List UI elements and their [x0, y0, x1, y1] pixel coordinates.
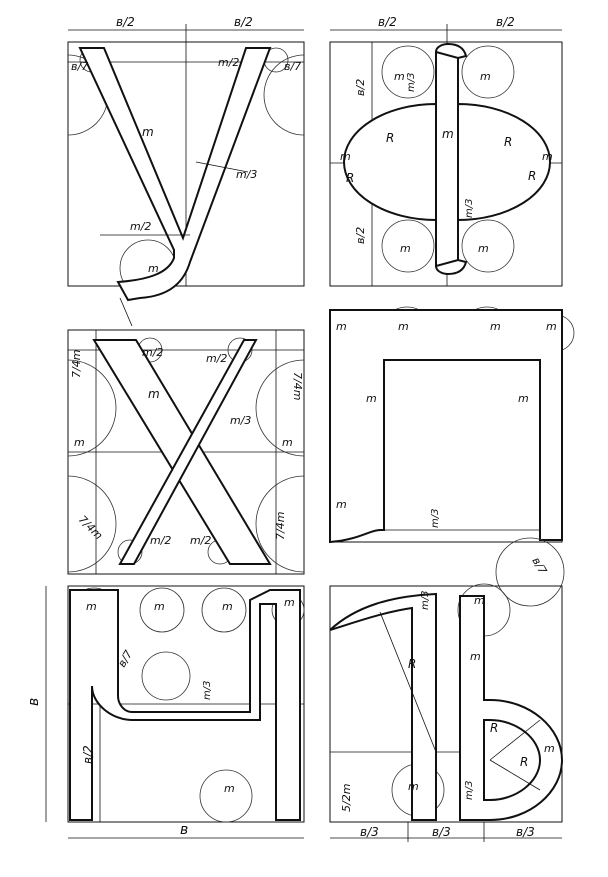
- soft-bowl-m: m: [544, 742, 555, 755]
- u-tail-m2: m/2: [130, 220, 151, 233]
- ef-bowl-R-outer: R: [346, 171, 354, 185]
- tse-inner-m3: m/3: [202, 681, 213, 700]
- tse-height-b: в: [26, 698, 42, 706]
- u-tail-m: m: [148, 262, 159, 275]
- kha-stroke-m3: m/3: [230, 414, 251, 427]
- ef-side-m-left: m: [340, 150, 351, 163]
- pe-right-top-m: m: [546, 320, 557, 333]
- soft-bottom-b3-right: в/3: [516, 825, 535, 839]
- letter-pe-construction: m m m m m m m m/3 в/7: [329, 306, 575, 607]
- u-left-b7: в/7: [71, 60, 88, 73]
- pe-corner-b7: в/7: [529, 555, 549, 576]
- ef-bowl-R-left: R: [386, 131, 394, 145]
- kha-top-m2-right: m/2: [206, 352, 227, 365]
- kha-right-m: m: [282, 436, 293, 449]
- pe-top-m: m: [398, 320, 409, 333]
- ef-top-right-m: m: [480, 70, 491, 83]
- soft-stem-m: m: [470, 650, 481, 663]
- tse-bottom-m: m: [224, 782, 235, 795]
- ef-bottom-m3: m/3: [464, 199, 475, 218]
- tse-top-m4: m: [284, 596, 295, 609]
- letter-tse-construction: в в/2 в m m m m в/7 m/3 m: [26, 585, 305, 839]
- pe-serif-m3: m/3: [430, 509, 441, 528]
- tse-half-b2: в/2: [81, 745, 95, 764]
- ef-top-right-b2: в/2: [496, 15, 515, 29]
- u-top-m2: m/2: [218, 56, 239, 69]
- tse-top-m2: m: [154, 600, 165, 613]
- soft-top-m: m: [474, 594, 485, 607]
- ef-top-m3: m/3: [406, 73, 417, 92]
- ef-top-left-b2: в/2: [378, 15, 397, 29]
- kha-top-m2-left: m/2: [142, 346, 163, 359]
- soft-bottom-b3-middle: в/3: [432, 825, 451, 839]
- pe-top-left-m: m: [336, 320, 347, 333]
- tse-width-b: в: [180, 822, 188, 838]
- letter-u-construction: в/2 в/2 в/7 m/2 в/7 m m/3 m/2 m: [67, 15, 305, 327]
- kha-right-top-m74: 7/4m: [291, 372, 304, 400]
- kha-bottom-m2-right: m/2: [190, 534, 211, 547]
- soft-bottom-b3-left: в/3: [360, 825, 379, 839]
- soft-bowl-R-lower: R: [520, 755, 528, 769]
- pe-bottom-left-m: m: [336, 498, 347, 511]
- letter-kha-construction: m/2 m/2 7/4m 7/4m m m/3 m m 7/4m 7/4m m/…: [67, 329, 305, 575]
- soft-bottom-m: m: [408, 780, 419, 793]
- soft-left-m52: 5/2m: [340, 784, 353, 812]
- pe-right-stem-m: m: [518, 392, 529, 405]
- tse-top-m3: m: [222, 600, 233, 613]
- soft-arc-R: R: [408, 657, 416, 671]
- letter-soft-sign-construction: m/3 m m R R R m m m/3 5/2m в/3 в/3 в/3: [329, 583, 564, 842]
- u-top-right-b2: в/2: [234, 15, 253, 29]
- kha-left-bottom-m74: 7/4m: [76, 513, 105, 542]
- ef-left-upper-b2: в/2: [354, 79, 367, 96]
- ef-left-lower-b2: в/2: [354, 227, 367, 244]
- ef-bowl-R-outer-right: R: [528, 169, 536, 183]
- kha-left-top-m74: 7/4m: [70, 350, 83, 378]
- soft-bottom-m3: m/3: [464, 781, 475, 800]
- soft-top-m3: m/3: [420, 591, 431, 610]
- u-right-b7: в/7: [284, 60, 301, 73]
- ef-top-m: m: [394, 70, 405, 83]
- kha-right-bottom-m74: 7/4m: [274, 512, 287, 540]
- letter-ef-construction: в/2 в/2 в/2 в/2 R R R R m m m m m m/3 m/…: [329, 15, 563, 287]
- u-stroke-m3: m/3: [236, 168, 257, 181]
- kha-stroke-m: m: [148, 387, 160, 401]
- kha-left-m: m: [74, 436, 85, 449]
- letter-ef-frame: [329, 41, 563, 287]
- pe-top-right-m: m: [490, 320, 501, 333]
- ef-side-m-right: m: [542, 150, 553, 163]
- tse-top-m1: m: [86, 600, 97, 613]
- ef-bowl-R-right: R: [504, 135, 512, 149]
- soft-bowl-R-upper: R: [490, 721, 498, 735]
- u-top-left-b2: в/2: [116, 15, 135, 29]
- pe-left-stem-m: m: [366, 392, 377, 405]
- u-stroke-m: m: [142, 125, 154, 139]
- ef-bottom-m: m: [400, 242, 411, 255]
- ef-bottom-right-m: m: [478, 242, 489, 255]
- kha-bottom-m2-left: m/2: [150, 534, 171, 547]
- ef-stem-m: m: [442, 127, 454, 141]
- letter-soft-sign-frame: [329, 585, 563, 823]
